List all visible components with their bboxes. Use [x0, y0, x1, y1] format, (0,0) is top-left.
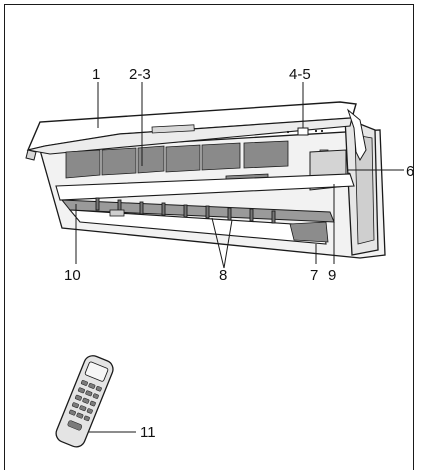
callout-10: 10 [64, 267, 81, 284]
front-panel [25, 101, 367, 162]
callout-9: 9 [328, 267, 336, 284]
air-outlet [55, 173, 355, 245]
callout-11: 11 [140, 424, 156, 441]
callout-8: 8 [219, 267, 227, 284]
callout-6: 6 [406, 163, 414, 180]
figure-border [4, 4, 414, 470]
callout-1: 1 [92, 66, 100, 83]
callout-labels: 1 2-3 4-5 6 7 8 9 10 11 [64, 66, 414, 441]
remote-control [55, 355, 114, 448]
callout-2-3: 2-3 [129, 66, 151, 83]
callout-7: 7 [310, 267, 318, 284]
leader-lines [75, 82, 404, 433]
callout-4-5: 4-5 [289, 66, 311, 83]
